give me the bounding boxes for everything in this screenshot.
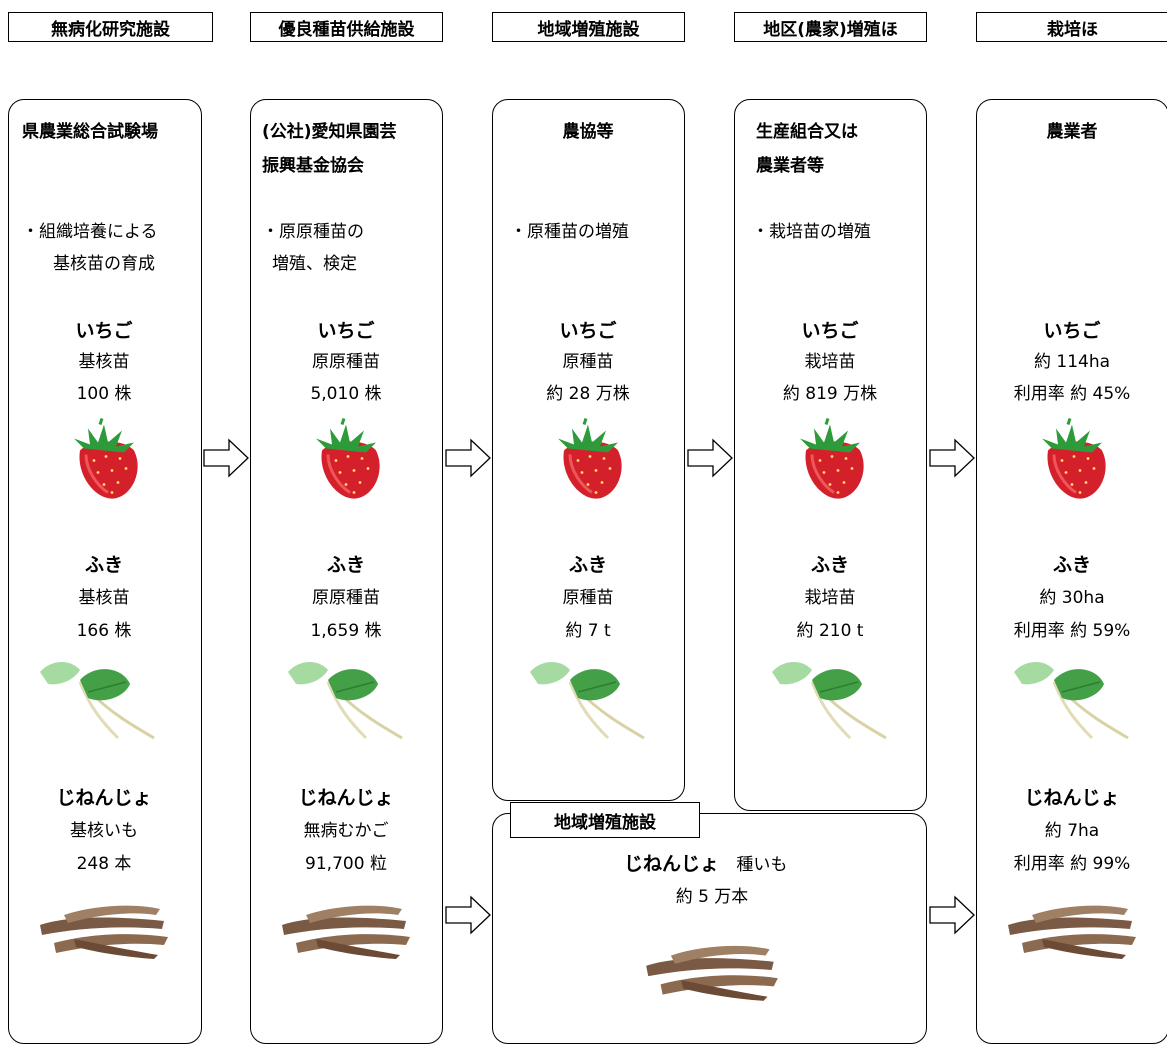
col2-fuki-l1: 原原種苗 [312,588,380,608]
arrow-right-icon [687,438,733,478]
strawberry-icon [308,418,388,503]
col5-jinenjo-name: じねんじょ [1024,787,1120,809]
header-label: 地区(農家)増殖ほ [763,19,898,40]
strawberry-icon [550,418,630,503]
fuki-icon [520,652,660,742]
col3b-kind: 種いも [736,855,788,875]
col1-jinenjo-l2: 248 本 [76,854,132,874]
col3-fuki-l1: 原種苗 [562,588,614,608]
col2-jinenjo-name: じねんじょ [298,787,394,809]
col5-jinenjo-l2: 利用率 約 99% [1013,854,1131,874]
col1-ichigo-name: いちご [75,320,133,342]
column-box-5 [976,99,1167,1044]
col3-fuki-name: ふき [568,554,608,576]
fuki-icon [30,652,170,742]
col1-fuki-l1: 基核苗 [78,588,130,608]
jinenjo-root-icon [34,895,174,965]
fuki-icon [762,652,902,742]
col5-title: 農業者 [1046,122,1098,142]
col3-desc1: ・原種苗の増殖 [510,222,629,242]
arrow-right-icon [929,438,975,478]
col3b-qty: 約 5 万本 [675,887,749,907]
col4-fuki-l1: 栽培苗 [804,588,856,608]
header-seedling-facility: 優良種苗供給施設 [250,12,443,42]
col4-desc1: ・栽培苗の増殖 [752,222,871,242]
col2-ichigo-l2: 5,010 株 [310,384,382,404]
col2-ichigo-l1: 原原種苗 [312,352,380,372]
col4-fuki-l2: 約 210 t [796,621,864,641]
col4-ichigo-l1: 栽培苗 [804,352,856,372]
col4-title1: 生産組合又は [756,122,858,142]
col1-desc2: 基核苗の育成 [53,254,155,274]
col2-desc1: ・原原種苗の [262,222,364,242]
arrow-right-icon [929,895,975,935]
col4-ichigo-l2: 約 819 万株 [782,384,878,404]
col3b-crop: じねんじょ [624,853,720,875]
header-research-facility: 無病化研究施設 [8,12,213,42]
jinenjo-root-icon [638,935,786,1007]
col3-fuki-l2: 約 7 t [565,621,611,641]
col5-fuki-l2: 利用率 約 59% [1013,621,1131,641]
strawberry-icon [792,418,872,503]
arrow-right-icon [203,438,249,478]
col4-fuki-name: ふき [810,554,850,576]
col3-ichigo-l2: 約 28 万株 [546,384,630,404]
col2-title1: (公社)愛知県園芸 [262,122,397,142]
jinenjo-root-icon [1002,895,1142,965]
col2-jinenjo-l2: 91,700 粒 [305,854,387,874]
col3b-crop-line: じねんじょ 種いも [624,853,787,876]
fuki-icon [278,652,418,742]
header-label: 地域増殖施設 [537,19,640,40]
col5-ichigo-l2: 利用率 約 45% [1013,384,1131,404]
header-regional-facility: 地域増殖施設 [492,12,685,42]
col3-ichigo-name: いちご [559,320,617,342]
col5-fuki-l1: 約 30ha [1039,588,1105,608]
regional-facility-label: 地域増殖施設 [510,802,700,838]
col1-jinenjo-name: じねんじょ [56,787,152,809]
col1-jinenjo-l1: 基核いも [70,821,138,841]
col5-fuki-name: ふき [1052,554,1092,576]
col5-jinenjo-l1: 約 7ha [1044,821,1100,841]
col1-fuki-name: ふき [84,554,124,576]
col1-desc1: ・組織培養による [22,222,158,242]
col1-ichigo-l1: 基核苗 [78,352,130,372]
regional-facility-label-text: 地域増殖施設 [554,812,656,833]
col2-jinenjo-l1: 無病むかご [303,821,389,841]
col5-ichigo-l1: 約 114ha [1033,352,1111,372]
col1-fuki-l2: 166 株 [76,621,132,641]
arrow-right-icon [445,895,491,935]
header-label: 優良種苗供給施設 [278,19,415,40]
col4-ichigo-name: いちご [801,320,859,342]
column-box-3b [492,813,927,1044]
col2-title2: 振興基金協会 [262,156,364,176]
strawberry-icon [66,418,146,503]
header-label: 栽培ほ [1047,19,1098,40]
fuki-icon [1004,652,1144,742]
col2-fuki-l2: 1,659 株 [310,621,382,641]
col5-ichigo-name: いちご [1043,320,1101,342]
col2-ichigo-name: いちご [317,320,375,342]
header-cultivation-field: 栽培ほ [976,12,1167,42]
col1-ichigo-l2: 100 株 [76,384,132,404]
header-label: 無病化研究施設 [51,19,170,40]
column-box-2 [250,99,443,1044]
col2-desc2: 増殖、検定 [272,254,357,274]
arrow-right-icon [445,438,491,478]
column-box-1 [8,99,202,1044]
col3-ichigo-l1: 原種苗 [562,352,614,372]
header-district-field: 地区(農家)増殖ほ [734,12,927,42]
col3-title: 農協等 [562,122,614,142]
strawberry-icon [1034,418,1114,503]
col4-title2: 農業者等 [756,156,824,176]
col2-fuki-name: ふき [326,554,366,576]
col1-title: 県農業総合試験場 [22,122,158,142]
jinenjo-root-icon [276,895,416,965]
